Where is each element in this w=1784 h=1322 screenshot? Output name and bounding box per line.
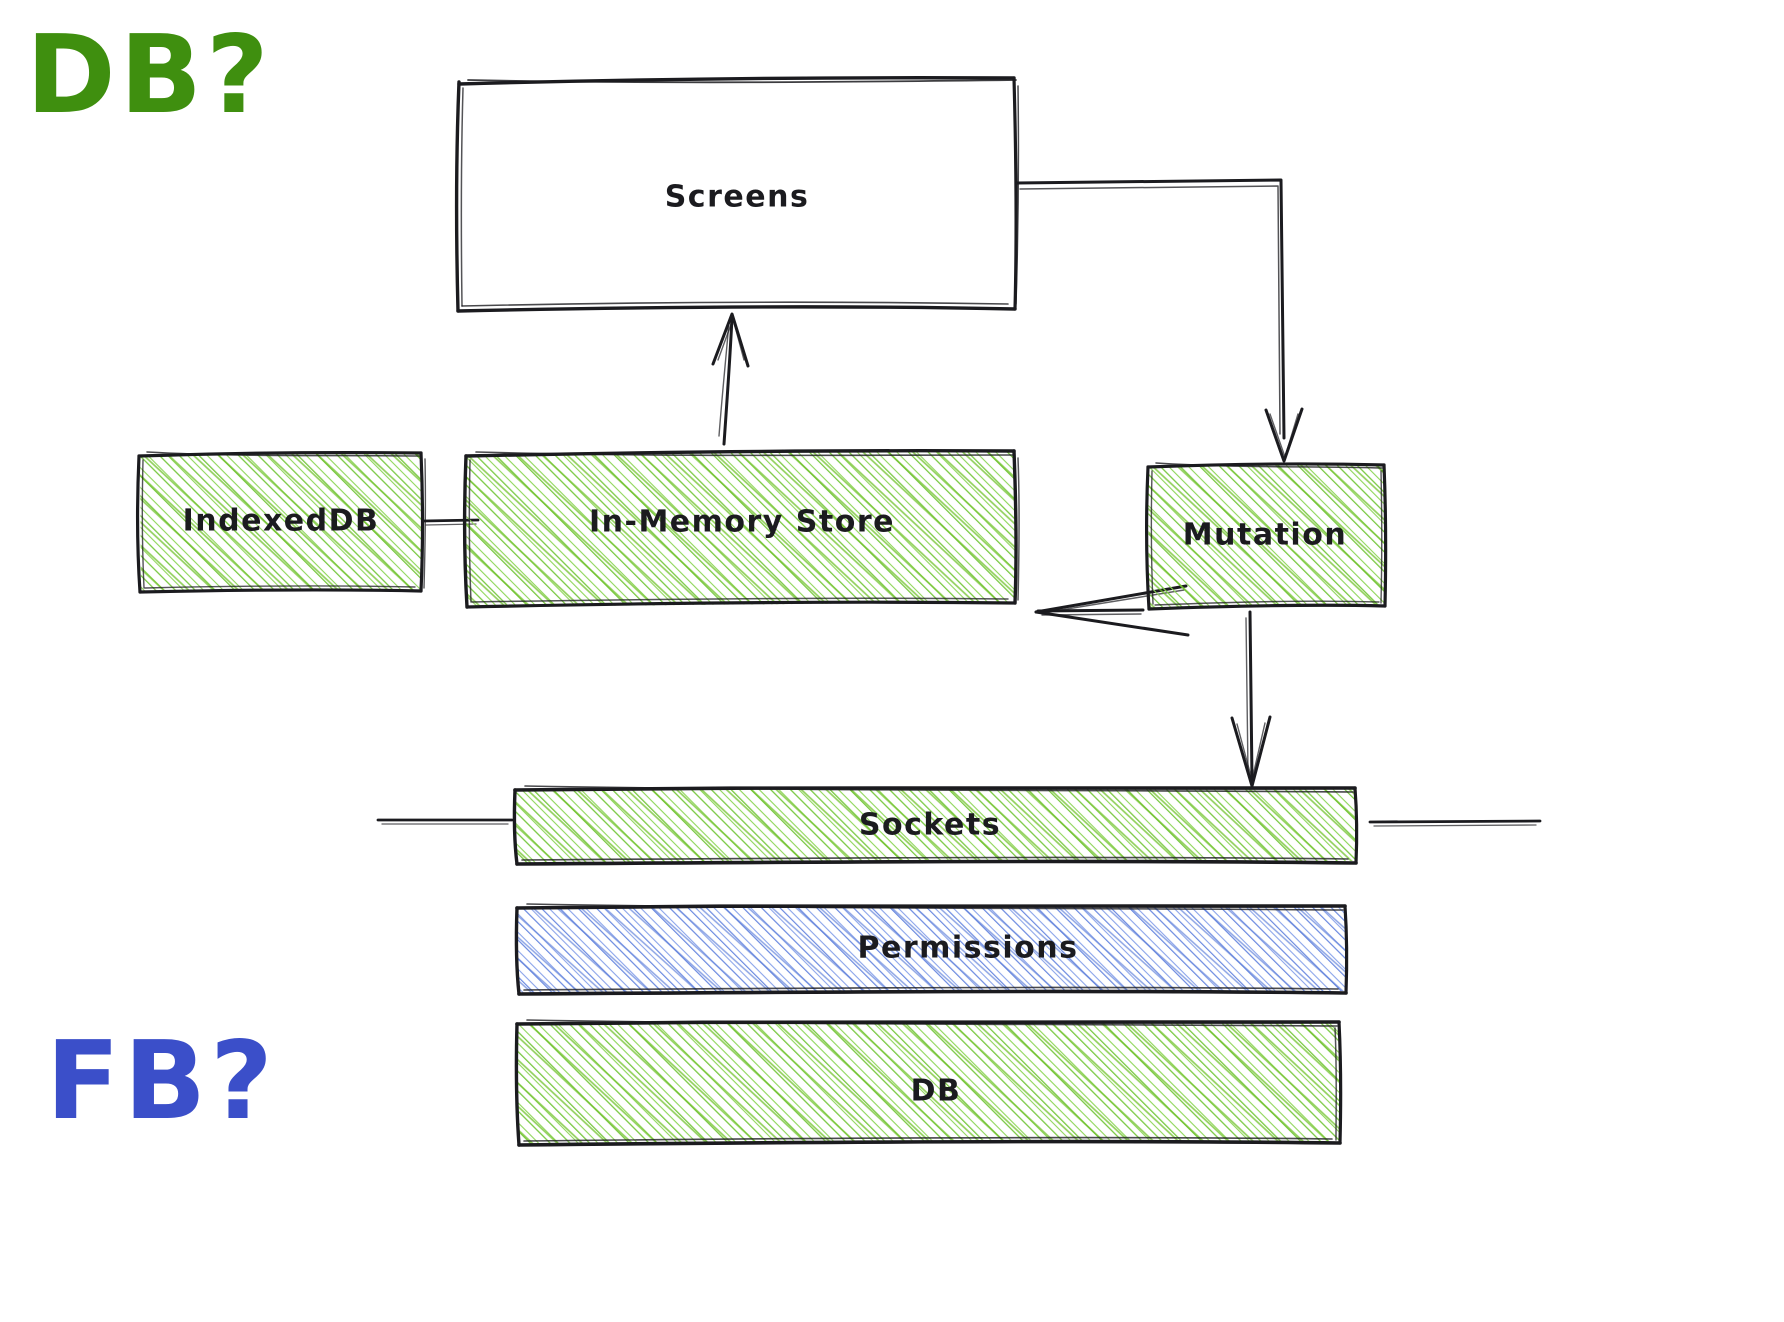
in-memory-store-edge-top-2	[475, 451, 1014, 457]
spacer2	[1176, 610, 1308, 611]
screens-to-mutation-arrowhead-2	[1269, 413, 1299, 458]
screens-box-edge-bottom	[456, 305, 1017, 313]
sockets-edge-top-2	[524, 785, 1354, 793]
indexeddb-edge-left-2	[141, 459, 145, 589]
store-to-screens-line	[722, 315, 734, 446]
connector-screens-to-mutation	[1015, 178, 1304, 463]
connector-sockets-left-stub	[376, 818, 514, 825]
screens-box-edge-left	[454, 80, 461, 313]
sockets-right-stub-line	[1368, 819, 1542, 824]
in-memory-store-edge-top	[464, 449, 1016, 458]
indexeddb-edge-bottom	[138, 588, 423, 594]
db-box-fill-overlay	[517, 1021, 1340, 1145]
node-screens-label: Screens	[665, 180, 810, 215]
connector-sockets-right-stub	[1368, 819, 1542, 827]
permissions-edge-bottom-2	[523, 986, 1339, 991]
indexeddb-edge-right	[419, 451, 425, 593]
node-permissions[interactable]: Permissions	[514, 903, 1349, 996]
in-memory-store-edge-right-2	[1017, 457, 1020, 601]
sockets-edge-top	[513, 785, 1357, 792]
sockets-box-fill-overlay	[515, 787, 1356, 864]
mutation-edge-left	[1145, 465, 1151, 611]
in-memory-store-edge-left-2	[468, 459, 472, 603]
permissions-box-fill-overlay	[517, 905, 1346, 994]
mutation-box-fill-overlay	[1148, 464, 1386, 609]
in-memory-store-box-fill-overlay	[466, 450, 1016, 607]
node-db[interactable]: DB	[514, 1019, 1343, 1147]
mutation-edge-right	[1382, 463, 1388, 608]
indexeddb-edge-top	[137, 451, 423, 458]
fb-question-annotation: FB?	[46, 1019, 277, 1144]
permissions-edge-top-2	[526, 903, 1344, 911]
sockets-edge-bottom-2	[521, 856, 1349, 861]
screens-to-mutation-line-2	[1019, 185, 1281, 435]
screens-box-edge-left-2	[460, 87, 464, 307]
mutation-to-sockets-line	[1248, 610, 1254, 782]
mutation-edge-top-2	[1155, 462, 1383, 469]
mutation-edge-right-2	[1380, 470, 1383, 604]
mutation-to-sockets-arrowhead-2	[1236, 722, 1266, 781]
mutation-edge-bottom	[1147, 603, 1387, 611]
screens-to-mutation-arrowhead	[1264, 407, 1304, 463]
permissions-edge-left	[514, 906, 521, 996]
screens-box-edge-top-2	[467, 79, 1017, 84]
sockets-right-stub-line-2	[1373, 824, 1537, 827]
sockets-edge-left	[512, 788, 519, 866]
mutation-edge-left-2	[1150, 470, 1154, 605]
permissions-edge-right	[1343, 904, 1349, 995]
db-edge-right-2	[1334, 1027, 1337, 1141]
permissions-edge-top	[515, 903, 1347, 910]
store-to-screens-arrowhead	[711, 312, 750, 368]
screens-box-fill	[459, 77, 1016, 311]
screens-to-mutation-line	[1015, 178, 1286, 440]
store-to-screens-arrowhead-2	[717, 318, 745, 361]
sockets-edge-bottom	[515, 859, 1358, 866]
indexeddb-edge-right-2	[423, 458, 427, 589]
indexeddb-edge-bottom-2	[144, 585, 416, 589]
screens-box-edge-top	[457, 76, 1016, 86]
permissions-edge-bottom	[517, 989, 1348, 996]
connector-store-to-screens	[711, 312, 750, 446]
db-edge-top-2	[526, 1019, 1338, 1027]
in-memory-store-edge-bottom	[465, 600, 1017, 609]
sockets-edge-right	[1353, 786, 1359, 865]
indexeddb-box-fill-overlay	[140, 452, 422, 592]
node-permissions-label: Permissions	[858, 931, 1079, 966]
node-db-label: DB	[911, 1074, 962, 1109]
node-mutation[interactable]: Mutation	[1145, 462, 1388, 611]
db-edge-bottom	[517, 1139, 1342, 1147]
node-in-memory-store[interactable]: In-Memory Store	[462, 449, 1020, 609]
node-indexeddb-label: IndexedDB	[183, 504, 380, 539]
db-edge-right	[1337, 1020, 1343, 1145]
mutation-edge-top	[1146, 462, 1386, 469]
connector-mutation-to-sockets	[1230, 610, 1272, 788]
in-memory-store-edge-right	[1012, 449, 1018, 605]
indexeddb-edge-left	[136, 454, 142, 594]
node-sockets[interactable]: Sockets	[512, 785, 1359, 866]
in-memory-store-edge-left	[462, 454, 469, 609]
node-indexeddb[interactable]: IndexedDB	[136, 451, 427, 594]
screens-box-edge-bottom-2	[461, 301, 1009, 307]
mutation-edge-bottom-2	[1154, 600, 1380, 606]
screens-box-edge-right	[1012, 76, 1018, 311]
in-memory-store-edge-bottom-2	[471, 597, 1009, 603]
node-sockets-label: Sockets	[859, 808, 1001, 843]
fb-question-label: FB?	[46, 1019, 277, 1144]
db-edge-bottom-2	[523, 1136, 1333, 1142]
indexeddb-edge-top-2	[146, 451, 420, 457]
db-edge-left	[514, 1022, 521, 1147]
mutation-to-sockets-line-2	[1245, 617, 1249, 773]
mutation-to-store-arrowhead-lower	[1034, 610, 1190, 637]
screens-box-edge-right-2	[1015, 85, 1020, 305]
node-screens[interactable]: Screens	[454, 76, 1020, 313]
node-in-memory-store-label: In-Memory Store	[589, 505, 895, 540]
spacer5	[1176, 610, 1304, 612]
node-mutation-label: Mutation	[1183, 518, 1347, 553]
db-edge-top	[515, 1019, 1341, 1026]
spacer4	[1172, 609, 1305, 610]
db-question-annotation: DB?	[26, 13, 273, 138]
mutation-to-sockets-arrowhead	[1230, 715, 1272, 788]
db-question-label: DB?	[26, 13, 273, 138]
